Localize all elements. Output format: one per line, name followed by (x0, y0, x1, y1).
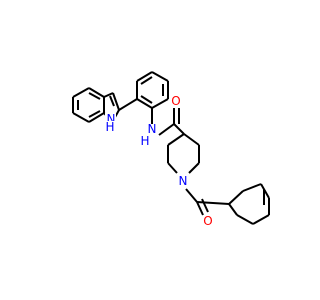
ketone-oxygen-label: O (203, 214, 212, 228)
bond (196, 201, 230, 205)
bond (158, 123, 175, 136)
amide-oxygen-label: O (171, 94, 180, 108)
atom-labels: N H N H O N O (104, 94, 214, 228)
bond (112, 92, 120, 111)
bond (228, 190, 244, 205)
structure-diagram: N H N H O N O (72, 71, 270, 228)
bond (151, 71, 169, 82)
bond (188, 162, 200, 174)
bond (140, 76, 153, 85)
bond (228, 203, 238, 216)
amide-hydrogen-label: H (140, 134, 149, 148)
bond (109, 95, 115, 107)
bond (118, 98, 138, 111)
bond (140, 95, 153, 104)
bond (236, 214, 254, 225)
amide-nitrogen-label: N (148, 122, 157, 136)
bond (72, 87, 90, 98)
bond (167, 133, 185, 146)
bond (185, 188, 198, 203)
piperidine-nitrogen-label: N (179, 174, 188, 188)
bond (196, 201, 204, 216)
bond (183, 133, 200, 146)
molecule-drawing: N H N H O N O (72, 71, 270, 228)
bond (88, 110, 101, 118)
bond (72, 112, 90, 123)
bond (167, 162, 178, 174)
bond (136, 98, 153, 109)
bond (136, 71, 153, 82)
bond (88, 112, 105, 123)
bond (151, 98, 169, 109)
bond (201, 198, 209, 213)
bonds (72, 71, 270, 225)
bond (103, 92, 114, 98)
bond (88, 92, 101, 100)
indole-hydrogen-label: H (105, 120, 114, 134)
bond (173, 123, 185, 135)
bond (88, 87, 105, 98)
indole-nitrogen-label: N (107, 112, 116, 126)
bond (242, 183, 262, 192)
bond (252, 214, 270, 225)
